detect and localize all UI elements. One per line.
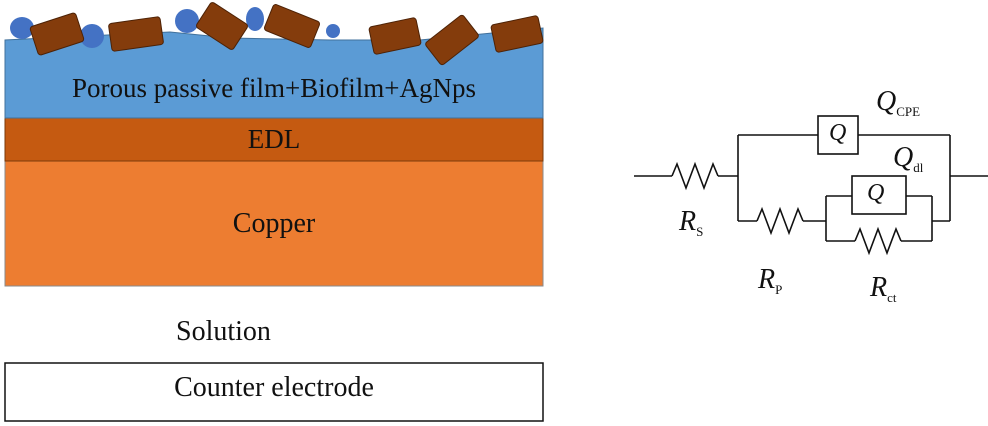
nanoparticle	[246, 7, 264, 31]
copper-layer	[4, 160, 544, 287]
nanoparticle	[326, 24, 340, 38]
film-layer-label: Porous passive film+Biofilm+AgNps	[72, 73, 476, 103]
nanoparticle	[175, 9, 199, 33]
biofilm-block	[196, 2, 248, 50]
rct-label: Rct	[870, 272, 897, 305]
biofilm-block	[368, 17, 422, 55]
q-box-outer-label: Q	[829, 120, 847, 146]
biofilm-block	[29, 12, 85, 56]
q-dl-label: Qdl	[893, 142, 924, 175]
rp-resistor	[756, 206, 804, 236]
counter-electrode-box	[4, 362, 544, 422]
rp-label: RP	[758, 264, 783, 297]
rct-resistor	[854, 226, 902, 256]
copper-layer-label: Copper	[232, 208, 316, 239]
q-box-inner-label: Q	[867, 180, 885, 206]
nanoparticle	[80, 24, 104, 48]
biofilm-block	[490, 15, 544, 53]
edl-layer-label: EDL	[247, 124, 301, 154]
counter-electrode-label: Counter electrode	[174, 372, 374, 403]
q-cpe-label: QCPE	[876, 86, 921, 119]
edl-layer	[4, 117, 544, 162]
biofilm-block	[263, 4, 321, 48]
q-dl-element	[851, 175, 907, 215]
nanoparticle	[10, 17, 34, 39]
solution-label: Solution	[176, 316, 271, 347]
biofilm-block	[425, 14, 479, 66]
biofilm-block	[108, 16, 164, 52]
rs-resistor	[671, 161, 719, 191]
rs-label: RS	[679, 206, 704, 239]
equivalent-circuit	[634, 115, 988, 256]
